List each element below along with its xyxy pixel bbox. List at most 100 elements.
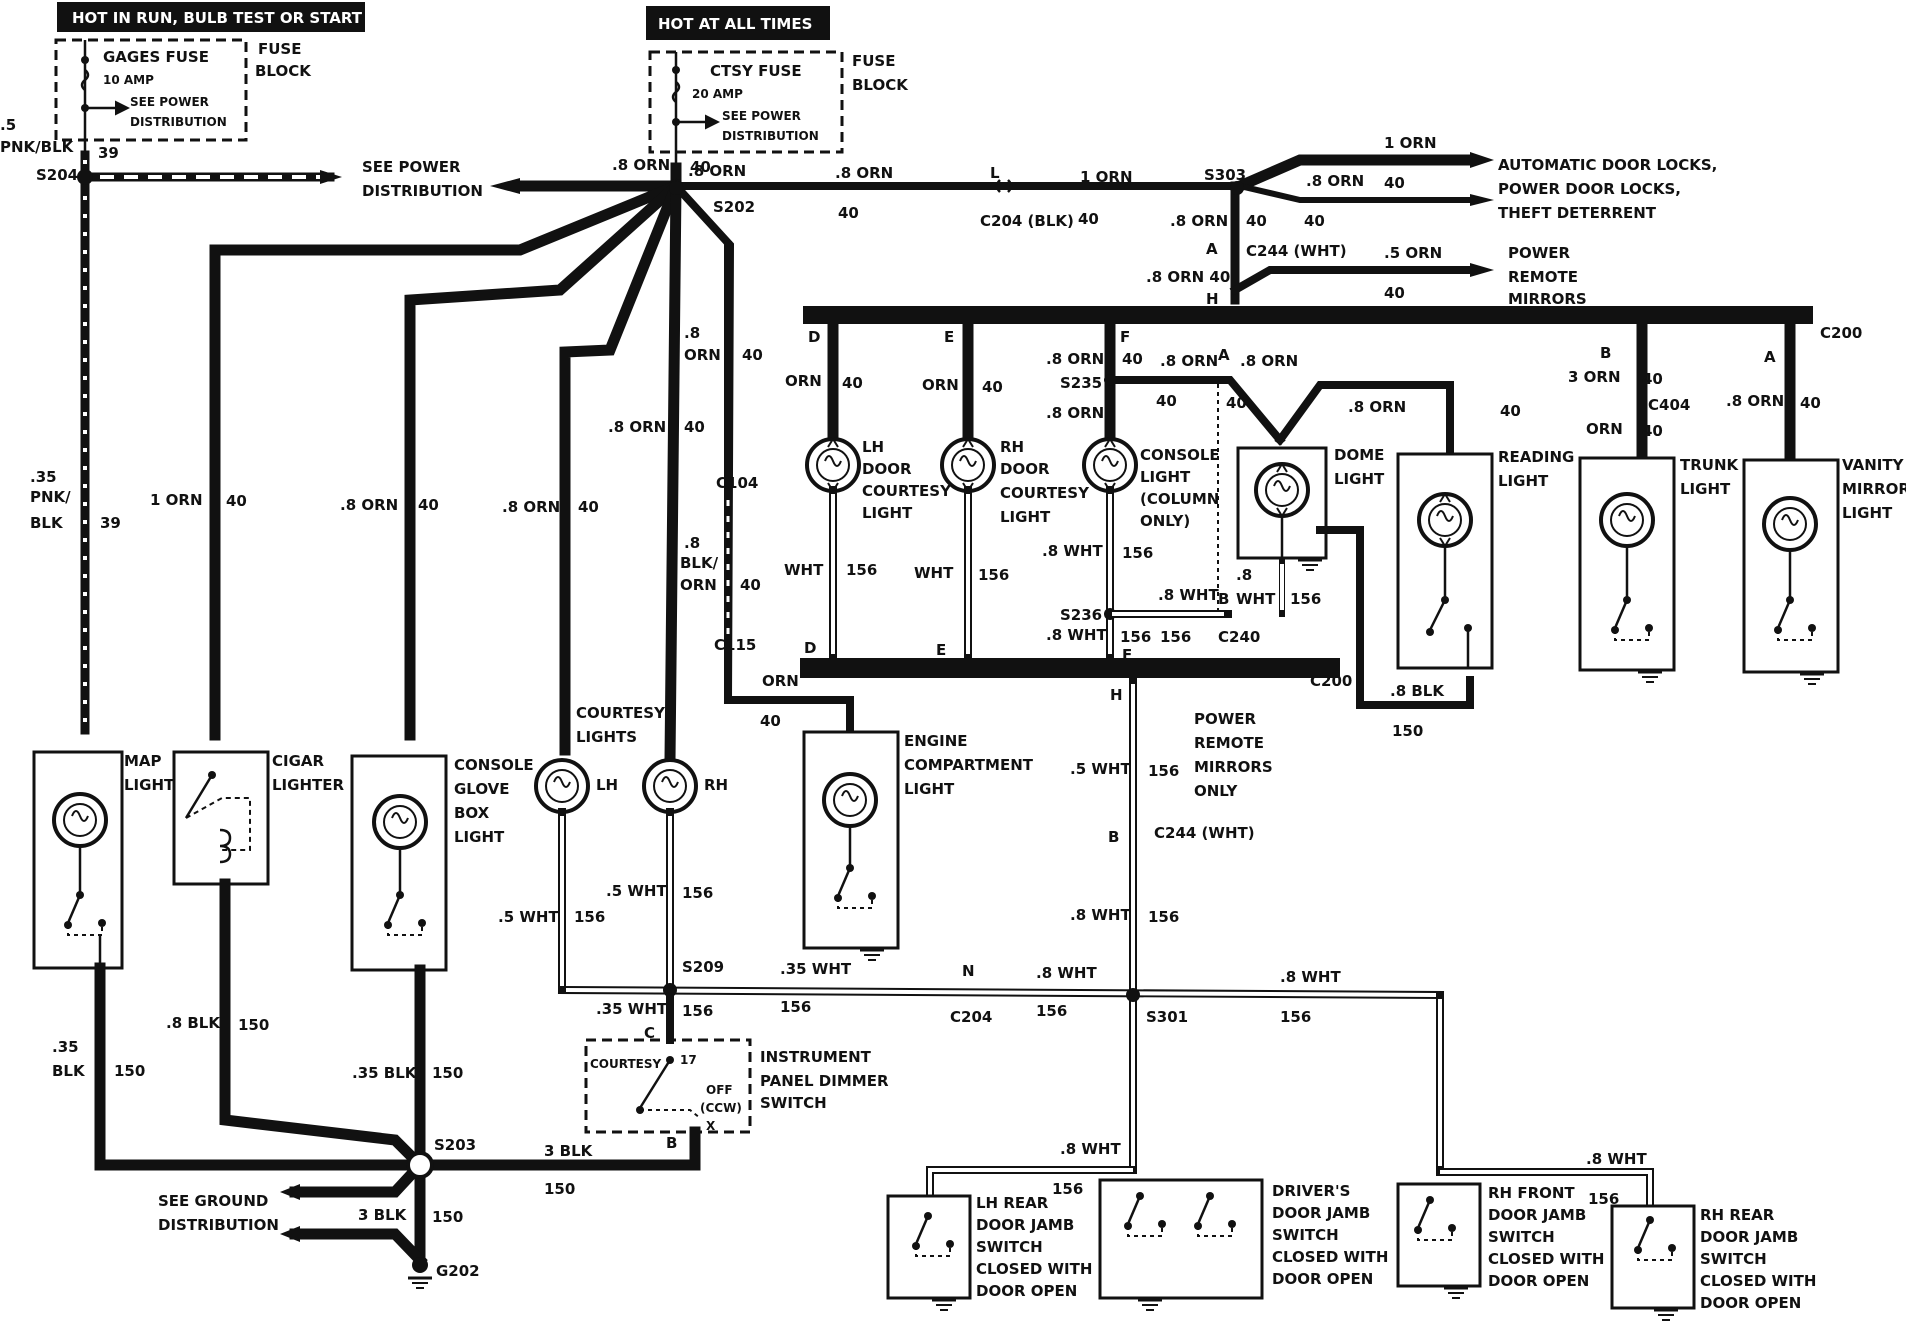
lhrear-l2: DOOR JAMB (976, 1216, 1074, 1234)
connector-c240: C240 (1218, 628, 1260, 646)
pin-L: L (990, 164, 1000, 182)
label-w8orn-glove: .8 ORN (340, 496, 398, 514)
pin-E: E (944, 328, 954, 346)
console-l3: (COLUMN (1140, 490, 1219, 508)
vanity-l3: LIGHT (1842, 504, 1893, 522)
label-w8orn-rh: .8 ORN (608, 418, 666, 436)
label-w35blk: .35 (52, 1038, 79, 1056)
cigar-lighter (172, 750, 270, 1076)
label-w8wht-dome2: WHT (1236, 590, 1276, 608)
pin-B: B (1218, 590, 1229, 608)
lhrear-l5: DOOR OPEN (976, 1282, 1077, 1300)
label-w35pnk2: PNK/ (30, 488, 71, 506)
driver-l1: DRIVER'S (1272, 1182, 1350, 1200)
label-w8orn-s235: .8 ORN (1046, 404, 1104, 422)
rh-door-courtesy-light (940, 318, 996, 662)
cigar-l1: CIGAR (272, 752, 325, 770)
gages-fuse-label: GAGES FUSE (103, 48, 209, 66)
label-w40-top: 40 (690, 158, 711, 176)
label-w150-map: 150 (114, 1062, 145, 1080)
label-w8wht-cons: .8 WHT (1042, 542, 1103, 560)
rhrear-l2: DOOR JAMB (1700, 1228, 1798, 1246)
header-always-text: HOT AT ALL TIMES (658, 15, 812, 33)
pin-D2: D (804, 639, 816, 657)
see-ground-dist-1: SEE GROUND (158, 1192, 268, 1210)
label-w35wht-dim: .35 WHT (596, 1000, 668, 1018)
label-w35pnk: .35 (30, 468, 57, 486)
connector-c204: C204 (950, 1008, 992, 1026)
label-w5wht-prm: .5 WHT (1070, 760, 1131, 778)
splice-s303: S303 (1204, 166, 1246, 184)
map-l1: MAP (124, 752, 162, 770)
driver-l3: SWITCH (1272, 1226, 1339, 1244)
lhrear-l4: CLOSED WITH (976, 1260, 1092, 1278)
glove-l3: BOX (454, 804, 490, 822)
splice-s301: S301 (1146, 1008, 1188, 1026)
engine-l3: LIGHT (904, 780, 955, 798)
label-w40-r: 40 (838, 204, 859, 222)
ctsy-fuse-block-label2: BLOCK (852, 76, 909, 94)
pin-F: F (1120, 328, 1130, 346)
label-w5pnk2: PNK/BLK (0, 138, 75, 156)
label-wht-rhd: WHT (914, 564, 954, 582)
dome-l1: DOME (1334, 446, 1384, 464)
label-w8blk-c: ORN (680, 576, 717, 594)
engine-l1: ENGINE (904, 732, 968, 750)
console-l2: LIGHT (1140, 468, 1191, 486)
dimmer-l2: PANEL DIMMER (760, 1072, 889, 1090)
engine-compartment-light (802, 730, 900, 962)
ctsy-fuse-block-label: FUSE (852, 52, 895, 70)
label-w40-s303: 40 (1246, 212, 1267, 230)
courtesy-lh: LH (596, 776, 618, 794)
gages-fuse-amp: 10 AMP (103, 73, 154, 87)
pin-A3: A (1764, 348, 1776, 366)
label-w40-prm: 40 (1384, 284, 1405, 302)
trunk-l2: LIGHT (1680, 480, 1731, 498)
gages-fuse-block-label2: BLOCK (255, 62, 312, 80)
label-w8orn-read: .8 ORN (1348, 398, 1406, 416)
label-w8orn-top-2: .8 ORN (612, 156, 670, 174)
label-w40-adl: 40 (1384, 174, 1405, 192)
label-w8wht-c204: .8 WHT (1036, 964, 1097, 982)
label-wht-lhd: WHT (784, 561, 824, 579)
wire-blk-orn (724, 241, 854, 739)
prm-only-l2: REMOTE (1194, 734, 1264, 752)
see-power-dist-2: DISTRIBUTION (362, 182, 483, 200)
connector-c244a: C244 (WHT) (1246, 242, 1347, 260)
wire-pnk-blk (77, 150, 342, 735)
dimmer-l3: SWITCH (760, 1094, 827, 1112)
label-w8orn-s303: .8 ORN (1170, 212, 1228, 230)
label-w35wht-s209: .35 WHT (780, 960, 852, 978)
splice-s203: S203 (434, 1136, 476, 1154)
label-w8orn-lh: .8 ORN (502, 498, 560, 516)
label-w8blk-b: BLK/ (680, 554, 719, 572)
connector-c204blk: C204 (BLK) (980, 212, 1074, 230)
lhdoor-l1: LH (862, 438, 884, 456)
label-w5pnk: .5 (0, 116, 16, 134)
see-ground-dist-2: DISTRIBUTION (158, 1216, 279, 1234)
driver-l4: CLOSED WITH (1272, 1248, 1388, 1266)
orn-wires (209, 162, 1244, 766)
rh-rear-door-jamb-switch (1610, 1204, 1696, 1322)
label-w40-lhd: 40 (842, 374, 863, 392)
ground-g202: G202 (436, 1262, 480, 1280)
label-orn-lhd: ORN (785, 372, 822, 390)
splice-s204: S204 (36, 166, 78, 184)
rhdoor-l3: COURTESY (1000, 484, 1090, 502)
rhdoor-l4: LIGHT (1000, 508, 1051, 526)
label-w40-eng: 40 (760, 712, 781, 730)
label-w156-dome: 156 (1290, 590, 1321, 608)
ctsy-fuse-label: CTSY FUSE (710, 62, 802, 80)
label-w40-rh: 40 (684, 418, 705, 436)
label-w156-lhr: 156 (1052, 1180, 1083, 1198)
label-w156-c244: 156 (1148, 908, 1179, 926)
trunk-l1: TRUNK (1680, 456, 1740, 474)
dome-light (1236, 381, 1474, 709)
label-w156-dim: 156 (682, 1002, 713, 1020)
connector-c404: C404 (1648, 396, 1690, 414)
connector-c115: C115 (714, 636, 756, 654)
splice-s202: S202 (713, 198, 755, 216)
output-prm2: REMOTE (1508, 268, 1578, 286)
rhrear-l5: DOOR OPEN (1700, 1294, 1801, 1312)
trunk-light (1578, 318, 1676, 684)
